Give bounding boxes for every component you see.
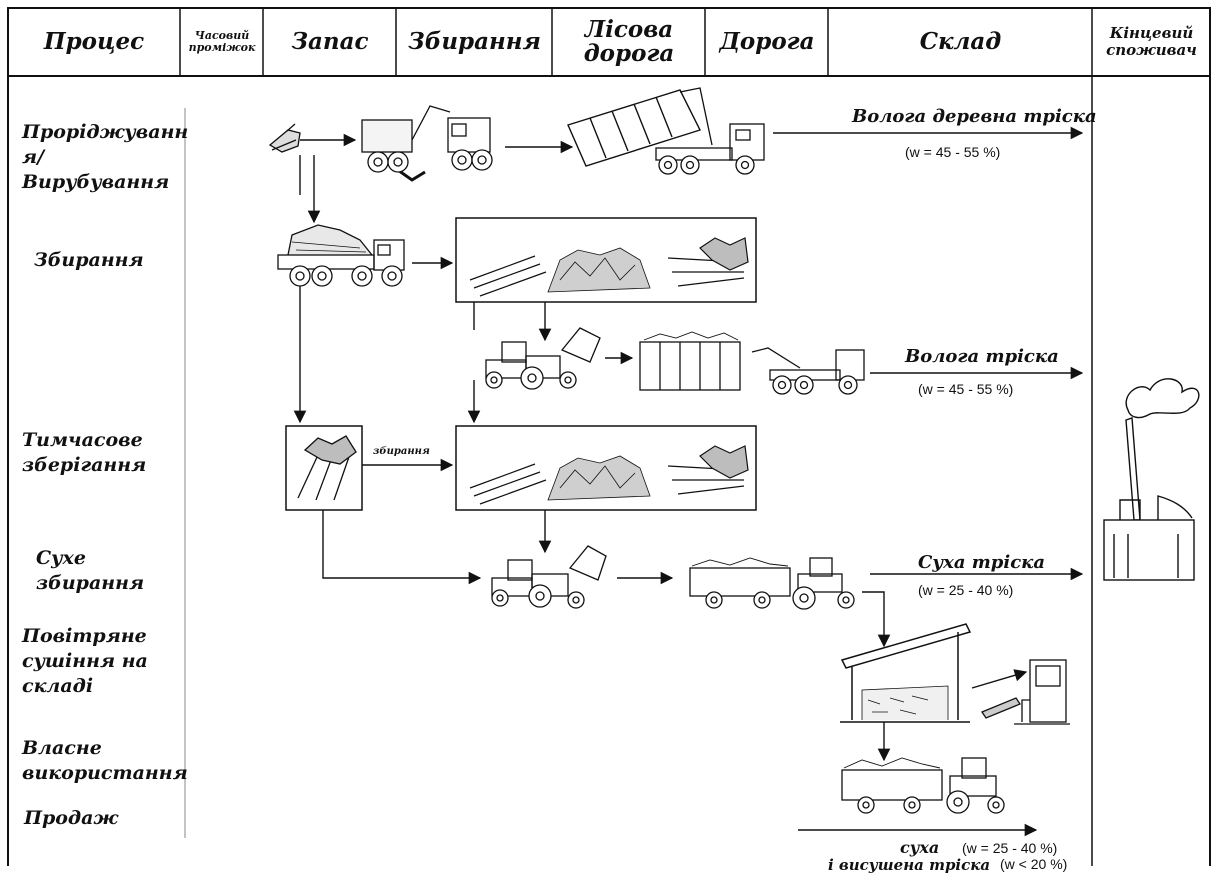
output-dry-chips-moisture: (w = 25 - 40 %) [918, 582, 1013, 598]
chainsaw-icon [270, 124, 300, 152]
header-stock: Запас [264, 8, 396, 76]
header-end-user: Кінцевий споживач [1093, 8, 1210, 76]
header-process: Процес [8, 8, 180, 76]
boiler-icon [982, 660, 1070, 724]
tractor-trailer-icon [690, 558, 854, 609]
header-storage: Склад [829, 8, 1092, 76]
output-final-dried: і висушена тріска [828, 856, 990, 874]
header-harvest: Збирання [397, 8, 552, 76]
output-wet-chips: Волога тріска [905, 346, 1059, 367]
drying-shed-icon [840, 624, 970, 722]
process-sale: Продаж [24, 806, 118, 831]
flow-arrows [300, 133, 1082, 830]
process-air-drying: Повітряне сушіння на складі [22, 624, 157, 699]
final-tractor-trailer-icon [842, 758, 1004, 813]
stacked-trees-icon [298, 436, 356, 500]
arrow-label-harvest: збирання [373, 446, 430, 457]
output-wet-wood-chips: Волога деревна тріска [852, 106, 1097, 127]
output-final-dry: суха [900, 838, 939, 857]
tractor-chipper-icon [486, 328, 600, 389]
output-wet-wood-chips-moisture: (w = 45 - 55 %) [905, 144, 1000, 160]
chip-truck-icon [640, 332, 864, 394]
header-road: Дорога [706, 8, 828, 76]
process-own-use: Власне використання [22, 736, 182, 786]
process-temp-storage: Тимчасове зберігання [22, 428, 152, 478]
header-forest-road: Лісова дорога [553, 8, 705, 76]
output-dry-chips: Суха тріска [918, 552, 1045, 573]
forwarder-icon [278, 225, 404, 286]
output-wet-chips-moisture: (w = 45 - 55 %) [918, 381, 1013, 397]
dry-tractor-chipper-icon [492, 546, 606, 608]
process-harvest: Збирання [34, 248, 144, 273]
output-final-moisture-2: (w < 20 %) [1000, 856, 1067, 872]
process-dry-harvest: Сухе збирання [36, 546, 166, 596]
header-timespan: Часовий проміжок [181, 8, 263, 76]
output-final-moisture-1: (w = 25 - 40 %) [962, 840, 1057, 856]
process-thinning: Проріджуванн я/Вирубування [22, 120, 172, 195]
harvester-icon [362, 106, 492, 180]
factory-icon [1104, 379, 1199, 580]
chip-container-icon [568, 90, 700, 166]
temp-storage-box [286, 426, 362, 510]
